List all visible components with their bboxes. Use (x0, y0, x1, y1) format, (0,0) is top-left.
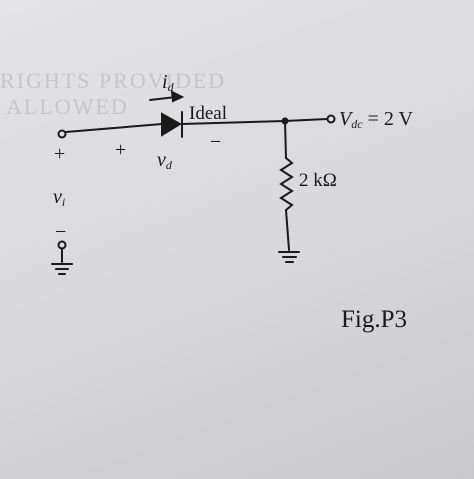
input-voltage-label: vi (53, 186, 66, 209)
resistor-value-label: 2 kΩ (299, 170, 337, 191)
wire-diode-to-node (181, 120, 286, 125)
current-arrow-icon (149, 90, 185, 103)
resistor-symbol (279, 157, 294, 211)
input-plus-sign: + (54, 143, 66, 165)
input-minus-sign: − (55, 221, 67, 243)
wire-resistor-to-ground (285, 209, 290, 251)
ground-icon-input (51, 263, 73, 275)
wire-node-to-vdc (284, 118, 328, 122)
input-terminal-top (57, 129, 67, 139)
wire-input-to-diode (65, 123, 163, 133)
watermark-text-2: ALLOWED (6, 94, 129, 119)
diode-plus-sign: + (115, 139, 127, 161)
diode-ideal-label: Ideal (189, 103, 227, 124)
diode-symbol (161, 111, 183, 138)
watermark-text: RIGHTS PROVIDED (0, 68, 227, 93)
diode-minus-sign: − (210, 131, 222, 153)
vdc-terminal (326, 114, 336, 124)
diode-voltage-label: vd (157, 149, 172, 172)
current-label: id (162, 71, 174, 94)
wire-node-to-resistor (284, 120, 287, 159)
ground-icon (278, 251, 300, 263)
figure-caption: Fig.P3 (341, 306, 408, 333)
vdc-label: Vdc = 2 V (339, 108, 413, 131)
